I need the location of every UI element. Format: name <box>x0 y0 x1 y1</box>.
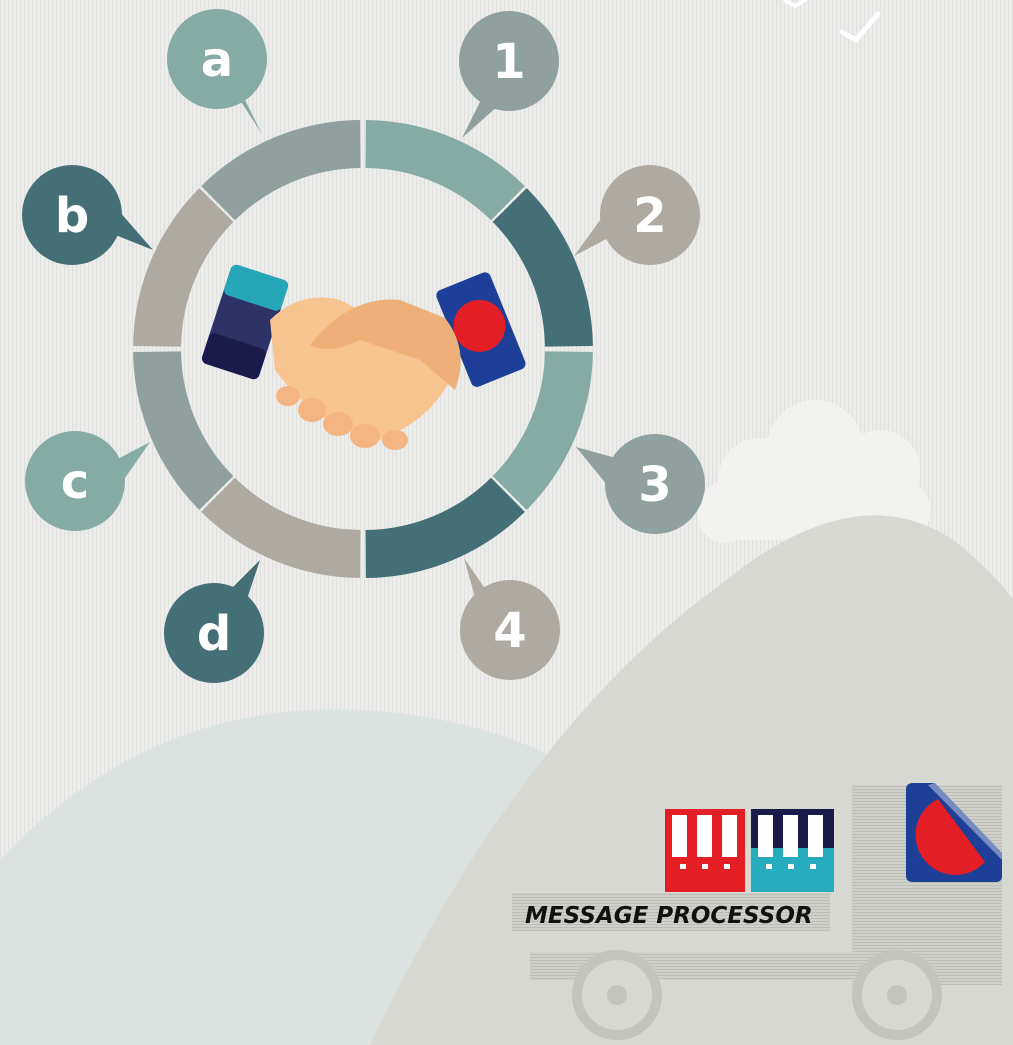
callout-label-c: c <box>61 454 89 510</box>
callout-label-b: b <box>55 188 89 244</box>
binders-logo-icon <box>665 809 834 892</box>
handshake-icon <box>201 264 526 450</box>
callout-label-2: 2 <box>633 188 666 244</box>
callout-a: a <box>167 9 267 134</box>
callout-1: 1 <box>459 11 559 138</box>
callout-b: b <box>22 165 153 265</box>
callout-4: 4 <box>460 558 560 680</box>
bird-icon <box>783 0 807 9</box>
ring-segment-4 <box>365 477 525 578</box>
ring-segment-b <box>133 188 234 348</box>
ring-segment-1 <box>365 120 525 221</box>
brand-logo-icon <box>906 783 1002 882</box>
ring-segment-d <box>201 477 361 578</box>
logo-text: MESSAGE PROCESSOR <box>525 903 813 929</box>
ring-segment-2 <box>492 188 593 348</box>
callout-label-4: 4 <box>493 603 526 659</box>
ring-segment-c <box>133 350 234 510</box>
ring <box>133 120 593 578</box>
ring-segment-a <box>201 120 361 221</box>
truck-silhouette <box>512 785 1002 1040</box>
callout-2: 2 <box>574 165 700 265</box>
bird-icon <box>839 11 881 43</box>
callout-3: 3 <box>576 434 705 534</box>
ring-segment-3 <box>492 350 593 510</box>
callout-label-d: d <box>197 606 231 662</box>
callout-label-1: 1 <box>492 34 525 90</box>
callout-d: d <box>164 560 264 683</box>
callout-c: c <box>25 431 150 531</box>
callout-label-3: 3 <box>638 457 671 513</box>
callout-label-a: a <box>201 32 233 88</box>
